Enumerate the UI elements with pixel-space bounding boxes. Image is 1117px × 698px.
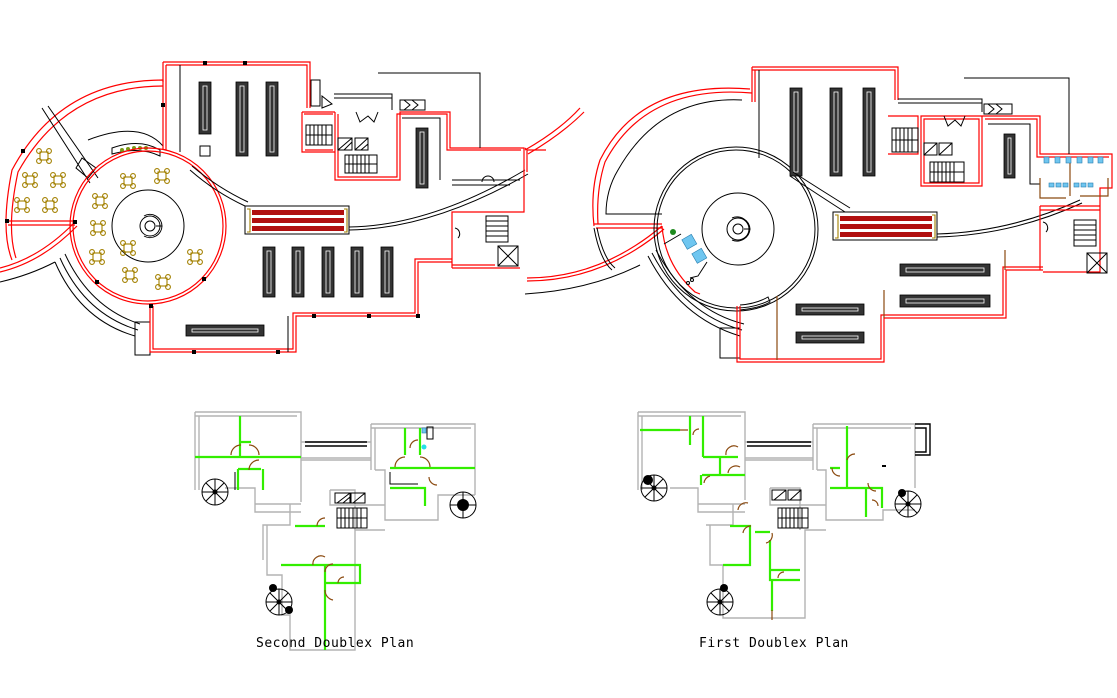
wing-divider-wall xyxy=(8,220,75,226)
atrium-wall-right xyxy=(653,146,819,312)
escalator-left xyxy=(244,205,350,235)
mall-plan-left xyxy=(0,61,585,356)
main-block-wall xyxy=(163,61,311,108)
table-with-chairs xyxy=(154,168,170,184)
atrium-void xyxy=(111,189,185,263)
table-with-chairs xyxy=(92,193,108,209)
escalator-right xyxy=(832,211,938,241)
stairs-right-core xyxy=(891,127,965,183)
stairs-right-east xyxy=(1073,219,1097,247)
table-with-chairs xyxy=(42,197,58,213)
table-with-chairs xyxy=(120,173,136,189)
table-with-chairs xyxy=(187,249,203,265)
outer-curve-wall-right xyxy=(592,87,751,227)
stairs-left-east xyxy=(485,215,509,243)
second-doublex-plan xyxy=(194,411,477,651)
table-with-chairs xyxy=(120,240,136,256)
outer-curve-wall xyxy=(5,79,164,261)
atrium-void-right xyxy=(701,192,775,266)
mall-plan-right xyxy=(524,66,1113,363)
table-with-chairs xyxy=(22,172,38,188)
table-with-chairs xyxy=(122,267,138,283)
service-core-wall xyxy=(301,111,525,268)
shelf-row-top-left xyxy=(198,81,279,157)
seating-right xyxy=(663,233,708,285)
spiral-stair xyxy=(706,584,734,616)
shelf-row-bottom-right xyxy=(795,263,991,344)
stairs-doublex xyxy=(771,489,809,529)
spiral-stair xyxy=(265,584,293,616)
table-with-chairs xyxy=(89,249,105,265)
spiral-stair xyxy=(201,478,229,506)
spiral-stair xyxy=(640,474,668,502)
spiral-stair xyxy=(449,491,477,519)
stairs-left-core xyxy=(305,124,378,174)
first-doublex-plan xyxy=(637,411,931,620)
table-with-chairs xyxy=(50,172,66,188)
first-doublex-label: First Doublex Plan xyxy=(699,636,849,651)
shelf-row-top-right xyxy=(789,87,876,177)
lift-right xyxy=(1086,252,1108,274)
atrium-wall xyxy=(69,147,227,305)
food-court-tables xyxy=(14,148,203,290)
table-with-chairs xyxy=(14,197,30,213)
stairs-doublex xyxy=(334,492,368,529)
spiral-stair xyxy=(894,489,922,518)
shelf-row-bottom-left xyxy=(185,246,394,337)
second-doublex-label: Second Doublex Plan xyxy=(256,636,414,651)
table-with-chairs xyxy=(36,148,52,164)
table-with-chairs xyxy=(90,220,106,236)
columns-left xyxy=(5,61,420,354)
plant-right xyxy=(670,229,676,235)
lift-left xyxy=(497,245,519,267)
table-with-chairs xyxy=(155,274,171,290)
toilets-right xyxy=(1039,156,1109,199)
